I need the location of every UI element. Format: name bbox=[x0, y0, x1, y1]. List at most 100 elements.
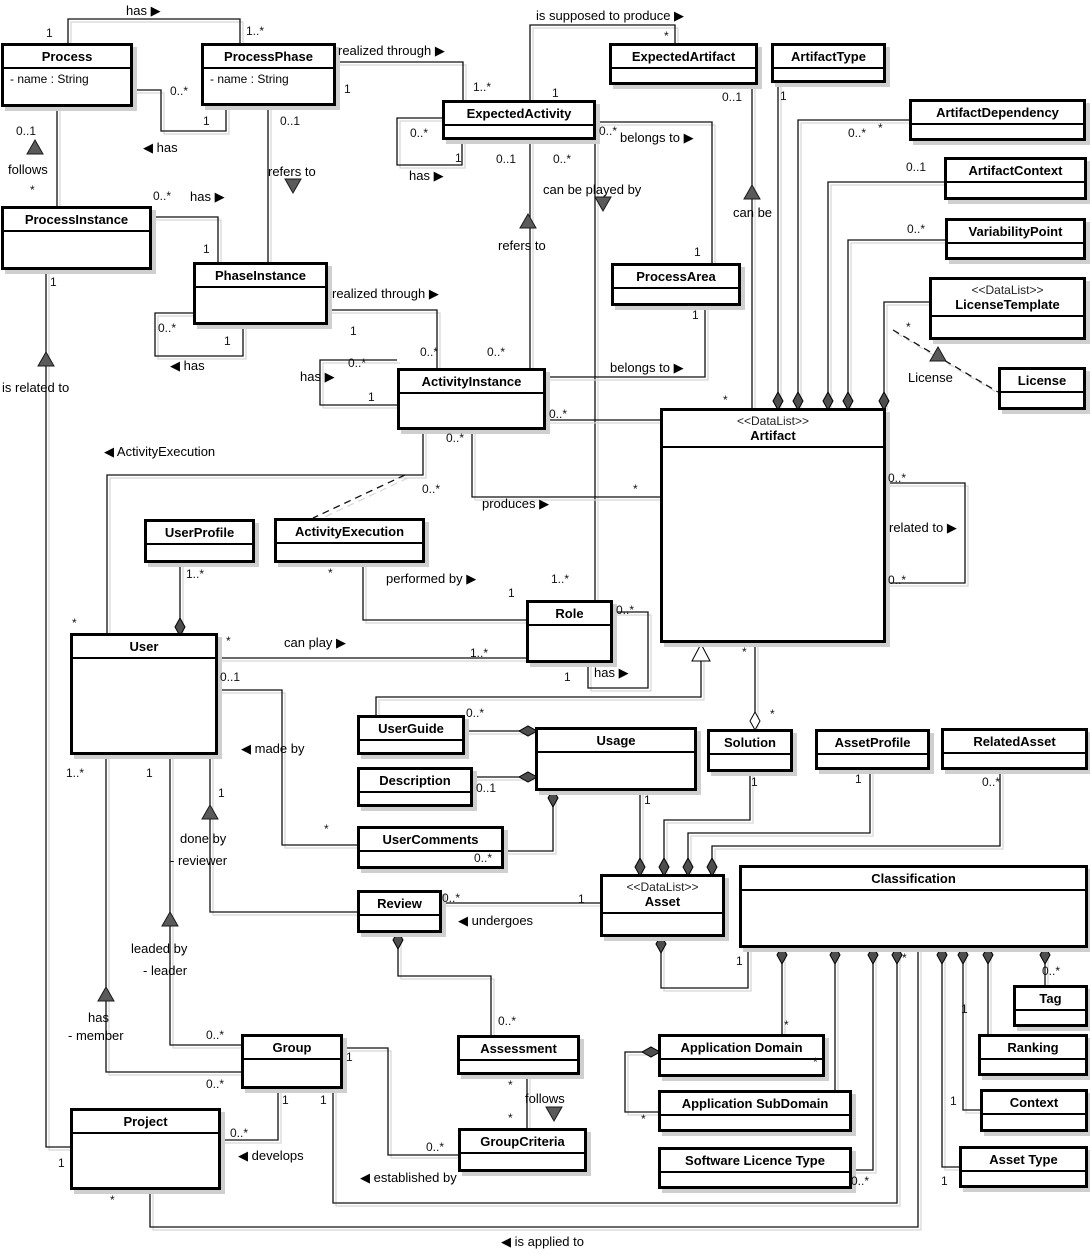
class-title: ExpectedActivity bbox=[445, 103, 593, 126]
class-name: Artifact bbox=[750, 428, 796, 444]
class-box-variabilitypoint[interactable]: VariabilityPoint bbox=[945, 218, 1086, 260]
class-box-processinstance[interactable]: ProcessInstance bbox=[1, 206, 152, 270]
class-name: Context bbox=[1009, 1095, 1059, 1110]
class-box-process[interactable]: Process- name : String bbox=[1, 43, 133, 107]
multiplicity-label: * bbox=[30, 183, 35, 197]
class-box-processarea[interactable]: ProcessArea bbox=[611, 263, 741, 306]
class-box-asset-type[interactable]: Asset Type bbox=[959, 1146, 1088, 1188]
connector bbox=[883, 301, 929, 408]
class-box-artifactcontext[interactable]: ArtifactContext bbox=[944, 157, 1087, 200]
class-box-user[interactable]: User bbox=[70, 633, 218, 755]
connector bbox=[133, 89, 227, 132]
class-title: ProcessPhase bbox=[204, 46, 333, 69]
edge-label: ◀ undergoes bbox=[458, 913, 534, 928]
multiplicity-label: 1 bbox=[644, 793, 651, 807]
connector-shadow bbox=[346, 1050, 461, 1159]
multiplicity-label: 1 bbox=[50, 275, 57, 289]
class-box-relatedasset[interactable]: RelatedAsset bbox=[941, 728, 1088, 770]
class-box-tag[interactable]: Tag bbox=[1013, 985, 1088, 1027]
class-box-groupcriteria[interactable]: GroupCriteria bbox=[458, 1128, 587, 1172]
edge-label: ◀ ActivityExecution bbox=[104, 444, 216, 459]
multiplicity-label: * bbox=[110, 1193, 115, 1207]
class-attributes bbox=[983, 1115, 1085, 1129]
class-attributes bbox=[944, 754, 1085, 767]
class-box-project[interactable]: Project bbox=[70, 1108, 221, 1190]
class-name: AssetProfile bbox=[834, 735, 911, 750]
class-title: Software Licence Type bbox=[661, 1150, 849, 1173]
class-name: ProcessPhase bbox=[224, 49, 313, 64]
class-box-assetprofile[interactable]: AssetProfile bbox=[815, 729, 930, 770]
multiplicity-label: 1..* bbox=[246, 24, 265, 38]
class-name: Review bbox=[377, 896, 422, 911]
class-name: Group bbox=[272, 1040, 312, 1055]
class-name: ArtifactContext bbox=[968, 163, 1063, 178]
class-box-usercomments[interactable]: UserComments bbox=[357, 826, 504, 869]
class-box-classification[interactable]: Classification bbox=[739, 865, 1088, 948]
class-box-group[interactable]: Group bbox=[241, 1034, 343, 1089]
connector-shadow bbox=[549, 309, 709, 381]
multiplicity-label: 1 bbox=[320, 1093, 327, 1107]
edge-label: ◀ develops bbox=[238, 1148, 304, 1163]
multiplicity-label: 0..* bbox=[348, 356, 367, 370]
multiplicity-label: 1 bbox=[146, 766, 153, 780]
class-box-phaseinstance[interactable]: PhaseInstance bbox=[193, 262, 328, 325]
connector-shadow bbox=[339, 64, 467, 103]
multiplicity-label: 0..* bbox=[426, 1140, 445, 1154]
class-box-expectedactivity[interactable]: ExpectedActivity bbox=[442, 100, 596, 140]
class-box-assessment[interactable]: Assessment bbox=[457, 1035, 580, 1075]
edge-label: ◀ established by bbox=[360, 1170, 457, 1185]
class-box-description[interactable]: Description bbox=[357, 767, 473, 807]
connector-shadow bbox=[172, 758, 244, 1049]
connector-shadow bbox=[944, 951, 962, 1171]
direction-triangle-up-icon bbox=[929, 345, 947, 362]
class-box-application-domain[interactable]: Application Domain bbox=[658, 1034, 825, 1077]
multiplicity-label: 0..1 bbox=[496, 152, 517, 166]
class-box-activityinstance[interactable]: ActivityInstance bbox=[397, 368, 546, 430]
multiplicity-label: * bbox=[906, 320, 911, 334]
class-box-artifact[interactable]: <<DataList>>Artifact bbox=[660, 408, 886, 643]
class-title: UserComments bbox=[360, 829, 501, 852]
multiplicity-label: 1 bbox=[950, 1094, 957, 1108]
class-box-ranking[interactable]: Ranking bbox=[978, 1034, 1088, 1076]
class-box-userprofile[interactable]: UserProfile bbox=[144, 519, 255, 563]
class-box-application-subdomain[interactable]: Application SubDomain bbox=[658, 1090, 852, 1132]
class-box-artifacttype[interactable]: ArtifactType bbox=[771, 43, 886, 83]
edge-label: is supposed to produce ▶ bbox=[536, 8, 685, 23]
multiplicity-label: 0..* bbox=[599, 124, 618, 138]
class-box-solution[interactable]: Solution bbox=[707, 729, 793, 772]
connector bbox=[319, 359, 397, 406]
class-title: ActivityInstance bbox=[400, 371, 543, 394]
class-box-role[interactable]: Role bbox=[526, 600, 613, 663]
class-box-license[interactable]: License bbox=[998, 367, 1086, 410]
class-title: Usage bbox=[538, 730, 694, 753]
class-box-activityexecution[interactable]: ActivityExecution bbox=[274, 518, 425, 563]
class-title: ArtifactDependency bbox=[912, 102, 1083, 125]
multiplicity-label: 1..* bbox=[473, 80, 492, 94]
connector-shadow bbox=[965, 951, 983, 1114]
class-box-asset[interactable]: <<DataList>>Asset bbox=[600, 874, 725, 937]
class-box-software-licence-type[interactable]: Software Licence Type bbox=[658, 1147, 852, 1189]
class-box-licensetemplate[interactable]: <<DataList>>LicenseTemplate bbox=[929, 277, 1086, 340]
multiplicity-label: 0..* bbox=[422, 482, 441, 496]
class-name: ProcessInstance bbox=[24, 212, 129, 227]
multiplicity-label: 0..* bbox=[549, 407, 568, 421]
class-stereotype: <<DataList>> bbox=[971, 283, 1044, 297]
class-box-artifactdependency[interactable]: ArtifactDependency bbox=[909, 99, 1086, 141]
connector-shadow bbox=[599, 124, 716, 266]
class-name: Role bbox=[555, 606, 584, 621]
class-box-usage[interactable]: Usage bbox=[535, 727, 697, 791]
edge-label: leaded by bbox=[131, 941, 188, 956]
edge-label: can be played by bbox=[543, 182, 642, 197]
edge-label: ◀ made by bbox=[241, 741, 305, 756]
class-box-expectedartifact[interactable]: ExpectedArtifact bbox=[609, 43, 758, 85]
class-box-processphase[interactable]: ProcessPhase- name : String bbox=[201, 43, 336, 106]
multiplicity-label: * bbox=[72, 616, 77, 630]
composition-diamond-icon bbox=[655, 933, 667, 955]
class-box-context[interactable]: Context bbox=[980, 1089, 1088, 1132]
class-name: ActivityInstance bbox=[421, 374, 522, 389]
class-name: Asset Type bbox=[989, 1152, 1058, 1167]
class-title: Asset Type bbox=[962, 1149, 1085, 1172]
class-box-review[interactable]: Review bbox=[357, 890, 442, 933]
connector-shadow bbox=[627, 1054, 661, 1116]
class-box-userguide[interactable]: UserGuide bbox=[357, 715, 465, 755]
